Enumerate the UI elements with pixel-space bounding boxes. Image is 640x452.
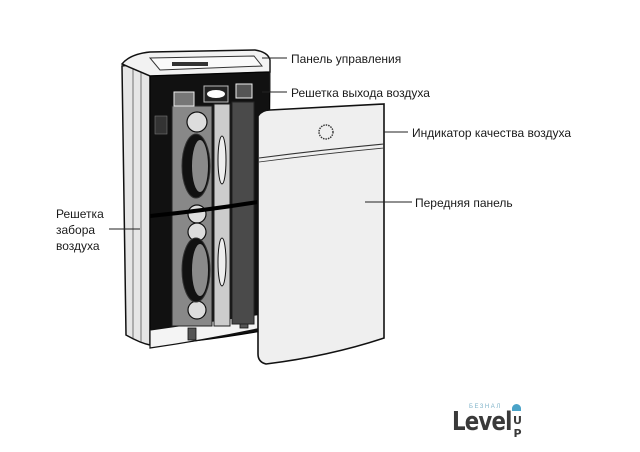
leader-lines bbox=[109, 57, 412, 230]
logo-suffix-text: UP bbox=[511, 414, 524, 440]
label-front-panel: Передняя панель bbox=[415, 196, 513, 210]
device-body bbox=[120, 49, 271, 349]
levelup-logo: БЕЗНАЛ Level UP bbox=[452, 404, 532, 444]
label-air-outlet-grille: Решетка выхода воздуха bbox=[291, 86, 430, 100]
front-panel bbox=[257, 103, 385, 365]
label-air-quality-indicator: Индикатор качества воздуха bbox=[412, 126, 572, 140]
label-air-intake-grille: Решетка забора воздуха bbox=[56, 207, 104, 253]
logo-main-text: Level bbox=[452, 407, 512, 437]
logo-accent-icon bbox=[512, 404, 521, 411]
label-control-panel: Панель управления bbox=[291, 52, 402, 66]
logo-small-text: БЕЗНАЛ bbox=[469, 404, 502, 410]
air-quality-indicator-ring bbox=[318, 124, 334, 140]
